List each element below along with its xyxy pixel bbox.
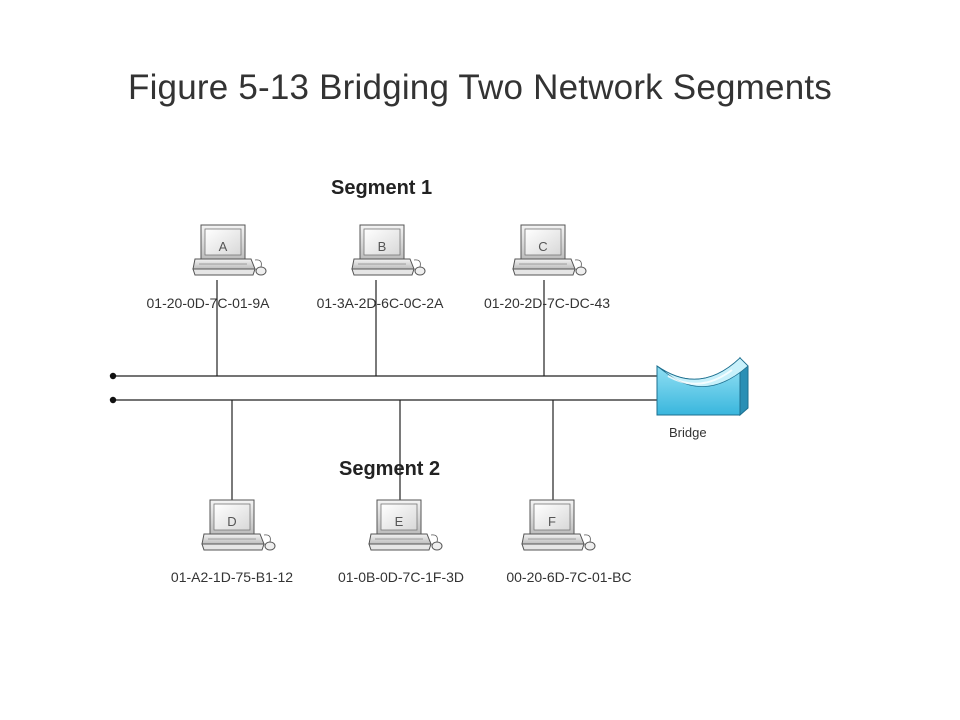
figure-title: Figure 5-13 Bridging Two Network Segment… <box>128 68 832 107</box>
host-letter-b: B <box>378 239 387 254</box>
bridge-icon <box>656 356 749 417</box>
segment-2-bus <box>109 396 660 404</box>
mac-address-e: 01-0B-0D-7C-1F-3D <box>337 569 465 585</box>
mac-address-f: 00-20-6D-7C-01-BC <box>506 569 632 585</box>
desktop-computer-icon: A <box>192 224 267 276</box>
desktop-computer-icon: F <box>521 499 596 551</box>
mac-address-b: 01-3A-2D-6C-0C-2A <box>316 295 444 311</box>
mac-address-a: 01-20-0D-7C-01-9A <box>146 295 270 311</box>
host-letter-a: A <box>219 239 228 254</box>
desktop-computer-icon: C <box>512 224 587 276</box>
host-letter-c: C <box>538 239 547 254</box>
segment-2-label: Segment 2 <box>339 458 441 480</box>
desktop-computer-icon: B <box>351 224 426 276</box>
host-letter-d: D <box>227 514 236 529</box>
segment-1-label: Segment 1 <box>331 177 433 199</box>
desktop-computer-icon: D <box>201 499 276 551</box>
bridge-label: Bridge <box>669 425 707 440</box>
mac-address-c: 01-20-2D-7C-DC-43 <box>483 295 611 311</box>
segment-1-bus <box>109 372 660 380</box>
desktop-computer-icon: E <box>368 499 443 551</box>
host-letter-f: F <box>548 514 556 529</box>
mac-address-d: 01-A2-1D-75-B1-12 <box>170 569 294 585</box>
host-letter-e: E <box>395 514 404 529</box>
